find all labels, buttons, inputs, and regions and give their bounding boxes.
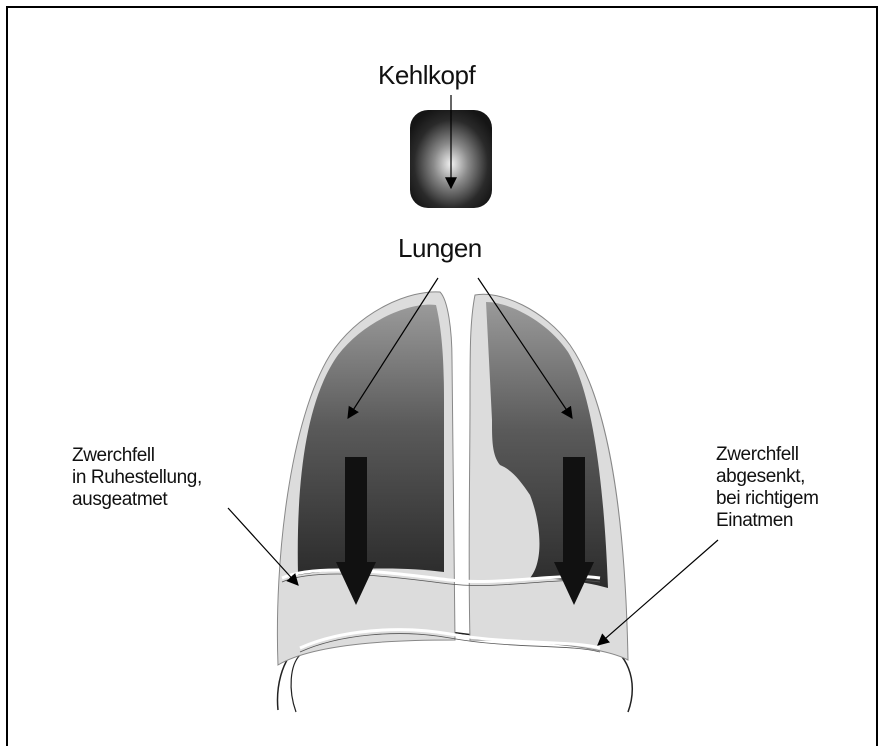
left-thick-arrow-shaft [345, 457, 367, 567]
label-diaphragm-lowered: Zwerchfell abgesenkt, bei richtigem Eina… [716, 444, 819, 532]
label-lungs: Lungen [398, 233, 482, 264]
label-diaphragm-rest: Zwerchfell in Ruhestellung, ausgeatmet [72, 445, 202, 511]
body-outline [291, 655, 300, 712]
label-larynx: Kehlkopf [378, 60, 475, 91]
left-lung-inner [298, 305, 444, 575]
right-thick-arrow-shaft [563, 457, 585, 567]
